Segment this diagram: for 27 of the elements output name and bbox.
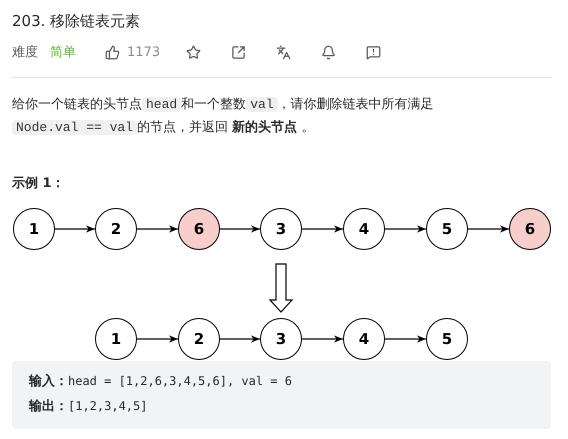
arrow — [220, 335, 260, 343]
output-label: 输出： — [29, 398, 68, 416]
problem-title: 203. 移除链表元素 — [12, 11, 140, 32]
description-text: ，请你删除链表中所有满足 — [278, 97, 434, 112]
arrow — [220, 225, 260, 233]
arrow — [468, 225, 509, 233]
down-arrow — [268, 263, 294, 313]
description-text: 和一个整数 — [181, 97, 246, 112]
arrow — [385, 225, 426, 233]
input-value: head = [1,2,6,3,4,5,6], val = 6 — [68, 373, 292, 390]
like-count: 1173 — [127, 44, 160, 62]
arrow — [137, 225, 178, 233]
input-label: 输入： — [29, 372, 68, 391]
code-snippet: val — [246, 97, 278, 112]
example-heading: 示例 1： — [12, 175, 65, 193]
arrow — [55, 225, 95, 233]
output-value: [1,2,3,4,5] — [68, 398, 148, 415]
description-text: 的节点，并返回 新的头节点 。 — [137, 120, 314, 135]
difficulty-value: 简单 — [50, 44, 76, 62]
arrow — [302, 225, 343, 233]
arrow — [302, 335, 343, 343]
code-snippet: Node.val == val — [12, 120, 138, 135]
arrow — [385, 335, 426, 343]
description-text: 给你一个链表的头节点 — [12, 97, 142, 112]
code-snippet: head — [142, 97, 182, 112]
arrow — [137, 335, 178, 343]
difficulty-label: 难度 — [12, 44, 38, 62]
